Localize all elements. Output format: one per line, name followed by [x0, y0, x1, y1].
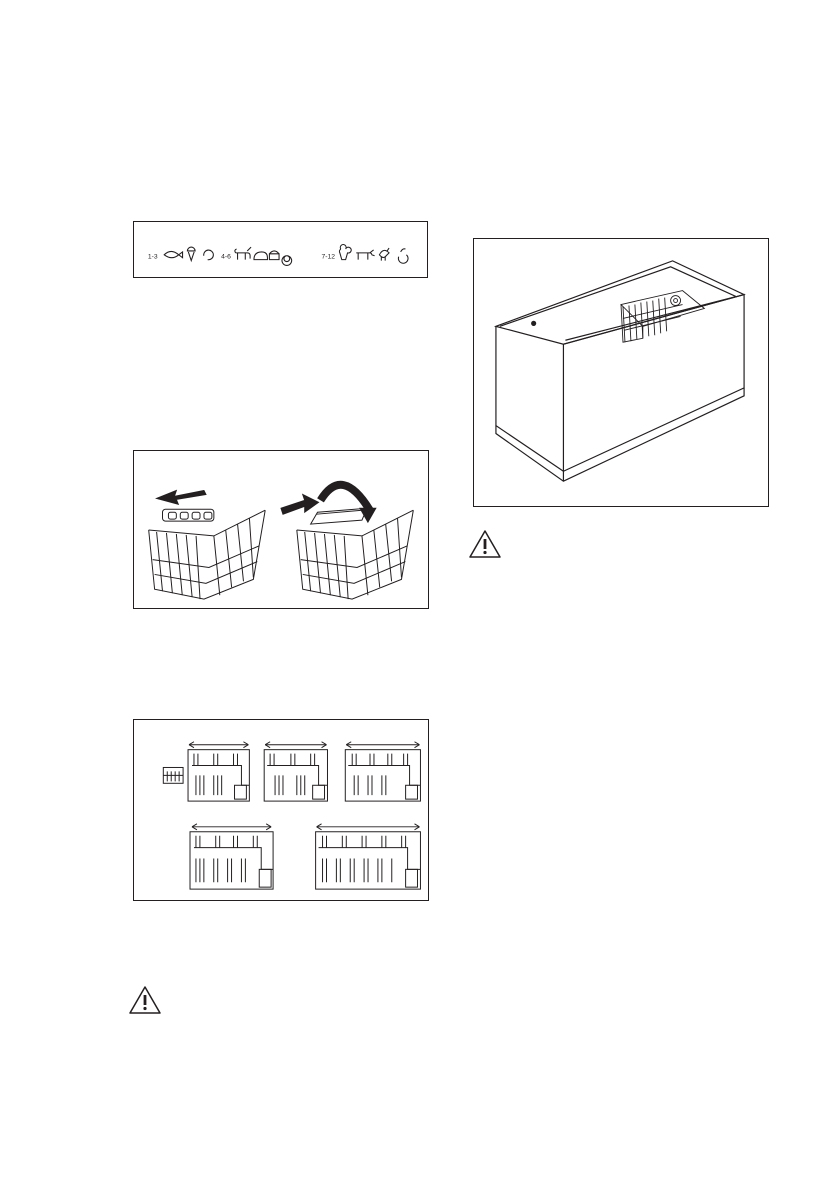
- arrow-right-icon: [281, 494, 319, 514]
- freezer-layout-2: [264, 742, 327, 801]
- pig-icon: [235, 247, 251, 260]
- plate-icon: [282, 256, 292, 266]
- handle-right: [311, 508, 367, 524]
- chicken-icon: [379, 248, 389, 261]
- warning-triangle-icon: [468, 529, 502, 559]
- range-label-3: 7-12: [322, 254, 336, 261]
- handle-left: [163, 509, 214, 521]
- range-label-1: 1-3: [148, 254, 158, 261]
- rotate-arrow-icon: [320, 485, 369, 510]
- chest-freezer-figure: [473, 238, 769, 507]
- small-basket: [163, 767, 183, 783]
- fruit-icon: [398, 249, 408, 263]
- storage-time-symbols: 1-3 4-6 7-12: [134, 222, 427, 277]
- basket-configuration-figure: [133, 719, 429, 901]
- sausage-ring-icon: [204, 250, 214, 260]
- freezer-layout-1: [188, 742, 249, 801]
- chest-freezer: [496, 261, 744, 481]
- basket-handle-figure: [133, 450, 429, 609]
- fish-icon: [164, 251, 182, 257]
- range-label-2: 4-6: [221, 254, 231, 261]
- warning-triangle-icon: [128, 985, 162, 1015]
- vegetables-icon: [339, 245, 351, 260]
- storage-time-label-figure: 1-3 4-6 7-12: [133, 221, 428, 278]
- basket-left: [149, 510, 266, 599]
- indicator-light-icon: [532, 321, 536, 325]
- freezer-layout-5: [316, 824, 421, 889]
- arrow-left-icon: [157, 490, 206, 504]
- cow-icon: [356, 250, 374, 260]
- freezer-layout-3: [345, 742, 420, 801]
- ice-cream-icon: [187, 247, 195, 261]
- bread-icon: [254, 252, 268, 260]
- freezer-layout-4: [190, 824, 273, 889]
- cheese-icon: [269, 251, 279, 260]
